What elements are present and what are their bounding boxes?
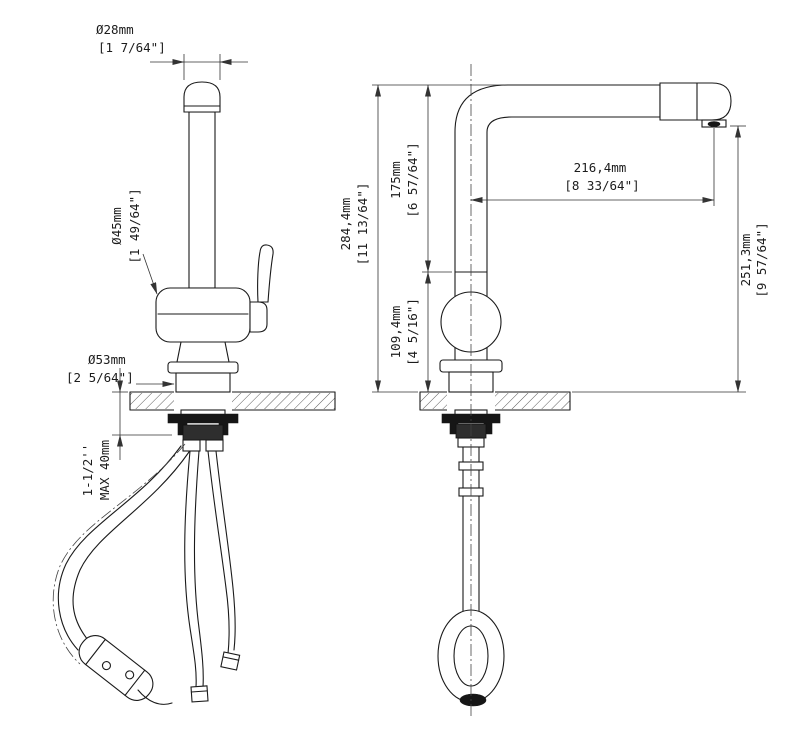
dim-total-height-imperial: [11 13/64"] — [355, 183, 370, 266]
hose-connector — [182, 439, 201, 452]
hose-weight — [78, 635, 154, 701]
base-taper — [176, 341, 230, 363]
dim-base-diameter-metric: Ø53mm — [88, 352, 126, 367]
countertop-hatch — [130, 393, 335, 409]
pullout-hose-line — [57, 445, 182, 651]
dim-base-diameter: Ø53mm [2 5/64"] — [66, 352, 175, 387]
fitting-body — [220, 651, 241, 671]
supply-hose-line — [193, 450, 204, 688]
front-under-counter-hardware — [167, 409, 239, 452]
pullout-spray-head — [659, 82, 732, 121]
base-flange — [167, 361, 239, 374]
dim-spout-height-metric: 175mm — [388, 161, 403, 199]
fitting-seam — [190, 690, 208, 693]
side-countertop — [419, 391, 571, 411]
supply-hose-line — [207, 450, 230, 655]
dim-spout-top-diameter: Ø28mm [1 7/64"] — [96, 22, 248, 80]
front-view-faucet — [155, 81, 274, 393]
dim-body-height-imperial: [4 5/16"] — [405, 298, 420, 366]
weight-screw — [101, 661, 111, 671]
spout-cap — [183, 81, 221, 113]
leader-line — [142, 253, 158, 295]
countertop-hole — [174, 391, 232, 411]
weight-seam — [124, 669, 146, 696]
handle-lever — [257, 244, 274, 303]
dim-spout-height-imperial: [6 57/64"] — [405, 142, 420, 217]
front-countertop — [129, 391, 336, 411]
pullout-hose-centerline — [52, 443, 186, 665]
dim-spout-reach-metric: 216,4mm — [574, 160, 627, 175]
dim-base-diameter-imperial: [2 5/64"] — [66, 370, 134, 385]
dim-spout-height: 175mm [6 57/64"] — [388, 84, 452, 273]
mounting-nut — [182, 424, 224, 441]
outlet-nozzle — [707, 121, 721, 127]
dim-spout-reach-imperial: [8 33/64"] — [564, 178, 639, 193]
base-collar — [175, 372, 231, 393]
dim-body-diameter: Ø45mm [1 49/64"] — [109, 188, 158, 295]
hose-connector — [205, 439, 224, 452]
dim-spout-reach: 216,4mm [8 33/64"] — [470, 128, 715, 206]
dim-body-height-metric: 109,4mm — [388, 306, 403, 359]
dim-deck-thickness: 1-1/2'' MAX 40mm — [80, 368, 172, 500]
dim-deck-thickness-metric: MAX 40mm — [97, 440, 112, 500]
front-hoses — [52, 443, 241, 705]
supply-hose-line — [184, 450, 197, 688]
dim-outlet-height-metric: 251,3mm — [738, 234, 753, 287]
dim-body-height: 109,4mm [4 5/16"] — [388, 271, 431, 393]
weight-screw — [125, 670, 135, 680]
side-view-faucet — [439, 82, 732, 393]
hose-tail — [137, 689, 173, 705]
weight-seam — [85, 638, 106, 666]
pullout-hose-line — [72, 451, 190, 641]
fitting-body — [190, 685, 209, 703]
faucet-body — [155, 287, 251, 343]
dimension-annotations: Ø28mm [1 7/64"] Ø45mm [1 49/64"] Ø53mm [… — [66, 22, 769, 500]
dim-spout-top-diameter-metric: Ø28mm — [96, 22, 134, 37]
fitting-seam — [222, 656, 240, 661]
dim-deck-thickness-imperial: 1-1/2'' — [80, 444, 95, 497]
dim-total-height-metric: 284,4mm — [338, 198, 353, 251]
spout-neck — [188, 111, 216, 289]
dim-total-height: 284,4mm [11 13/64"] — [338, 84, 504, 393]
dim-body-diameter-imperial: [1 49/64"] — [127, 188, 142, 263]
dim-spout-top-diameter-imperial: [1 7/64"] — [98, 40, 166, 55]
handle-boss — [249, 301, 268, 333]
hose-end-fitting — [459, 693, 487, 707]
supply-hose-fitting — [190, 685, 209, 703]
supply-hose-line — [215, 450, 236, 651]
supply-hose-fitting — [220, 651, 241, 671]
weight-body — [78, 635, 154, 701]
dim-outlet-height: 251,3mm [9 57/64"] — [572, 125, 769, 393]
dim-outlet-height-imperial: [9 57/64"] — [754, 222, 769, 297]
dim-body-diameter-metric: Ø45mm — [109, 207, 124, 245]
